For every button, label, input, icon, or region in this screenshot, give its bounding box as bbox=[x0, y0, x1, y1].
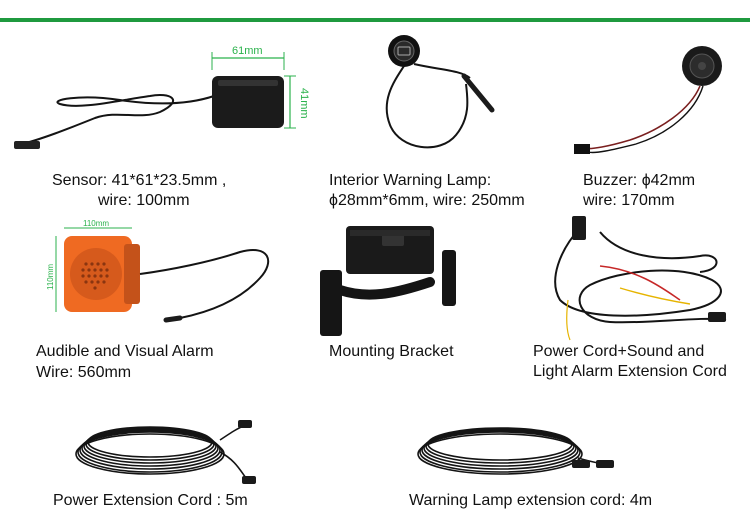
sensor-caption-line2: wire: 100mm bbox=[98, 192, 190, 209]
power-extension-connector-a bbox=[238, 420, 252, 428]
lamp-extension-caption: Warning Lamp extension cord: 4m bbox=[409, 492, 653, 509]
buzzer-caption-line2: wire: 170mm bbox=[583, 192, 675, 209]
sensor-height-label: 41mm bbox=[298, 88, 310, 119]
alarm-caption-line2: Wire: 560mm bbox=[36, 364, 132, 381]
alarm-height-label: 110mm bbox=[46, 264, 55, 290]
lamp-extension-connector-b bbox=[596, 460, 614, 468]
power-cord-image bbox=[554, 216, 727, 341]
top-accent-bar bbox=[0, 18, 750, 22]
interior-lamp-caption-line2: ϕ28mm*6mm, wire: 250mm bbox=[329, 192, 525, 209]
sensor-caption-line1: Sensor: 41*61*23.5mm , bbox=[52, 172, 227, 189]
power-cord-caption-line2: Light Alarm Extension Cord bbox=[533, 363, 727, 380]
lamp-extension-connector-a bbox=[572, 460, 590, 468]
power-extension-image bbox=[75, 425, 247, 479]
bracket-image bbox=[320, 226, 456, 336]
alarm-caption-line1: Audible and Visual Alarm bbox=[36, 343, 214, 360]
power-extension-connector-b bbox=[242, 476, 256, 484]
bracket-caption: Mounting Bracket bbox=[329, 343, 454, 360]
sensor-width-label: 61mm bbox=[232, 45, 263, 57]
interior-lamp-image bbox=[385, 35, 495, 149]
buzzer-image bbox=[574, 46, 722, 154]
power-extension-caption: Power Extension Cord : 5m bbox=[53, 492, 248, 509]
alarm-image: 110mm 110mm bbox=[46, 219, 270, 323]
sensor-image: 61mm 41mm bbox=[14, 45, 310, 149]
power-cord-caption-line1: Power Cord+Sound and bbox=[533, 343, 705, 360]
alarm-width-label: 110mm bbox=[83, 219, 109, 228]
interior-lamp-caption-line1: Interior Warning Lamp: bbox=[329, 172, 492, 189]
buzzer-caption-line1: Buzzer: ϕ42mm bbox=[583, 172, 696, 189]
